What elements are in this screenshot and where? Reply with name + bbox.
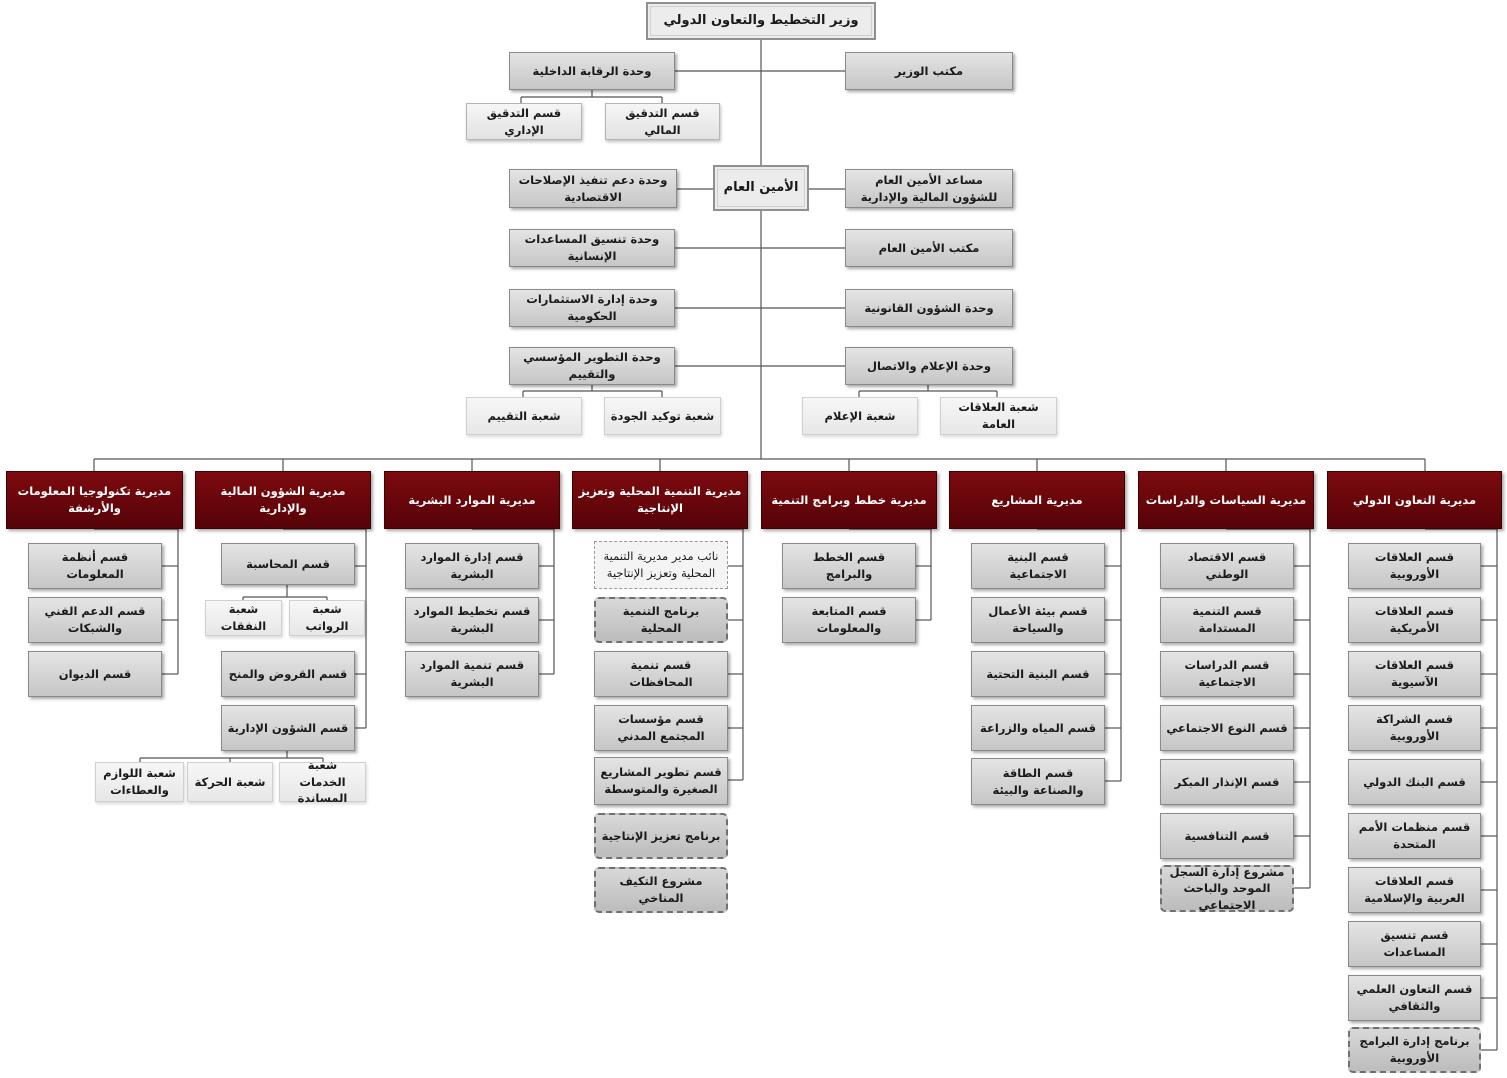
intl-section-9[interactable]: قسم التعاون العلمي والثقافي: [1348, 975, 1481, 1021]
directorate-intl[interactable]: مديرية التعاون الدولي: [1327, 471, 1502, 529]
directorate-local[interactable]: مديرية التنمية المحلية وتعزيز الإنتاجية: [572, 471, 748, 529]
secretary-general-box[interactable]: الأمين العام: [713, 165, 809, 211]
policies-section-6[interactable]: قسم التنافسية: [1160, 813, 1294, 859]
local-deputy-box[interactable]: نائب مدير مديرية التنمية المحلية وتعزيز …: [594, 541, 728, 589]
intl-section-8[interactable]: قسم تنسيق المساعدات: [1348, 921, 1481, 967]
projects-section-1[interactable]: قسم البنية الاجتماعية: [971, 543, 1105, 589]
intl-section-7[interactable]: قسم العلاقات العربية والإسلامية: [1348, 867, 1481, 913]
policies-section-1[interactable]: قسم الاقتصاد الوطني: [1160, 543, 1294, 589]
internal-audit-box[interactable]: وحدة الرقابة الداخلية: [509, 52, 675, 90]
intl-section-5[interactable]: قسم البنك الدولي: [1348, 759, 1481, 805]
directorate-hr[interactable]: مديرية الموارد البشرية: [384, 471, 560, 529]
reforms-unit-box[interactable]: وحدة دعم تنفيذ الإصلاحات الاقتصادية: [509, 169, 677, 208]
hr-section-1[interactable]: قسم إدارة الموارد البشرية: [405, 543, 539, 589]
local-program-3[interactable]: مشروع التكيف المناخي: [594, 867, 728, 913]
evaluation-branch-box[interactable]: شعبة التقييم: [466, 397, 582, 435]
media-unit-box[interactable]: وحدة الإعلام والاتصال: [845, 347, 1013, 385]
directorate-finance[interactable]: مديرية الشؤون المالية والإدارية: [195, 471, 371, 529]
sg-office-box[interactable]: مكتب الأمين العام: [845, 229, 1013, 267]
intl-section-1[interactable]: قسم العلاقات الأوروبية: [1348, 543, 1481, 589]
policies-section-3[interactable]: قسم الدراسات الاجتماعية: [1160, 651, 1294, 697]
policies-section-4[interactable]: قسم النوع الاجتماعي: [1160, 705, 1294, 751]
minister-office-box[interactable]: مكتب الوزير: [845, 52, 1013, 90]
directorate-plans[interactable]: مديرية خطط وبرامج التنمية: [761, 471, 937, 529]
local-section-2[interactable]: قسم مؤسسات المجتمع المدني: [594, 705, 728, 751]
finance-admin[interactable]: قسم الشؤون الإدارية: [221, 705, 355, 751]
plans-section-1[interactable]: قسم الخطط والبرامج: [782, 543, 916, 589]
plans-section-2[interactable]: قسم المتابعة والمعلومات: [782, 597, 916, 643]
projects-section-4[interactable]: قسم المياه والزراعة: [971, 705, 1105, 751]
investments-unit-box[interactable]: وحدة إدارة الاستثمارات الحكومية: [509, 289, 675, 327]
projects-section-3[interactable]: قسم البنية التحتية: [971, 651, 1105, 697]
directorate-policies[interactable]: مديرية السياسات والدراسات: [1138, 471, 1314, 529]
financial-audit-box[interactable]: قسم التدقيق المالي: [605, 103, 720, 140]
local-program-2[interactable]: برنامج تعزيز الإنتاجية: [594, 813, 728, 859]
development-unit-box[interactable]: وحدة التطوير المؤسسي والتقييم: [509, 347, 675, 385]
finance-transport[interactable]: شعبة الحركة: [187, 762, 273, 802]
quality-branch-box[interactable]: شعبة توكيد الجودة: [604, 397, 721, 435]
finance-supplies[interactable]: شعبة اللوازم والعطاءات: [95, 762, 184, 802]
hr-section-3[interactable]: قسم تنمية الموارد البشرية: [405, 651, 539, 697]
intl-program[interactable]: برنامج إدارة البرامج الأوروبية: [1348, 1027, 1481, 1073]
minister-box[interactable]: وزير التخطيط والتعاون الدولي: [646, 2, 876, 40]
it-section-3[interactable]: قسم الديوان: [28, 651, 162, 697]
public-relations-box[interactable]: شعبة العلاقات العامة: [940, 397, 1057, 435]
intl-section-6[interactable]: قسم منظمات الأمم المتحدة: [1348, 813, 1481, 859]
directorate-projects[interactable]: مديرية المشاريع: [949, 471, 1125, 529]
finance-expenses[interactable]: شعبة النفقات: [205, 600, 282, 636]
policies-program[interactable]: مشروع إدارة السجل الموحد والباحث الاجتما…: [1160, 865, 1294, 912]
local-program-1[interactable]: برنامج التنمية المحلية: [594, 597, 728, 643]
finance-support[interactable]: شعبة الخدمات المساندة: [279, 758, 366, 805]
policies-section-5[interactable]: قسم الإنذار المبكر: [1160, 759, 1294, 805]
intl-section-2[interactable]: قسم العلاقات الأمريكية: [1348, 597, 1481, 643]
intl-section-4[interactable]: قسم الشراكة الأوروبية: [1348, 705, 1481, 751]
it-section-1[interactable]: قسم أنظمة المعلومات: [28, 543, 162, 589]
hr-section-2[interactable]: قسم تخطيط الموارد البشرية: [405, 597, 539, 643]
finance-accounting[interactable]: قسم المحاسبة: [221, 543, 355, 585]
media-branch-box[interactable]: شعبة الإعلام: [802, 397, 918, 435]
local-section-1[interactable]: قسم تنمية المحافظات: [594, 651, 728, 697]
humanitarian-unit-box[interactable]: وحدة تنسيق المساعدات الإنسانية: [509, 229, 675, 267]
local-section-3[interactable]: قسم تطوير المشاريع الصغيرة والمتوسطة: [594, 757, 728, 805]
projects-section-2[interactable]: قسم بيئة الأعمال والسياحة: [971, 597, 1105, 643]
it-section-2[interactable]: قسم الدعم الفني والشبكات: [28, 597, 162, 643]
directorate-it[interactable]: مديرية تكنولوجيا المعلومات والأرشفة: [6, 471, 183, 529]
policies-section-2[interactable]: قسم التنمية المستدامة: [1160, 597, 1294, 643]
admin-audit-box[interactable]: قسم التدقيق الإداري: [466, 103, 582, 140]
legal-unit-box[interactable]: وحدة الشؤون القانونية: [845, 289, 1013, 327]
projects-section-5[interactable]: قسم الطاقة والصناعة والبيئة: [971, 758, 1105, 805]
finance-salaries[interactable]: شعبة الرواتب: [289, 600, 365, 636]
assistant-sg-box[interactable]: مساعد الأمين العام للشؤون المالية والإدا…: [845, 169, 1013, 208]
finance-loans[interactable]: قسم القروض والمنح: [221, 651, 355, 697]
intl-section-3[interactable]: قسم العلاقات الآسيوية: [1348, 651, 1481, 697]
